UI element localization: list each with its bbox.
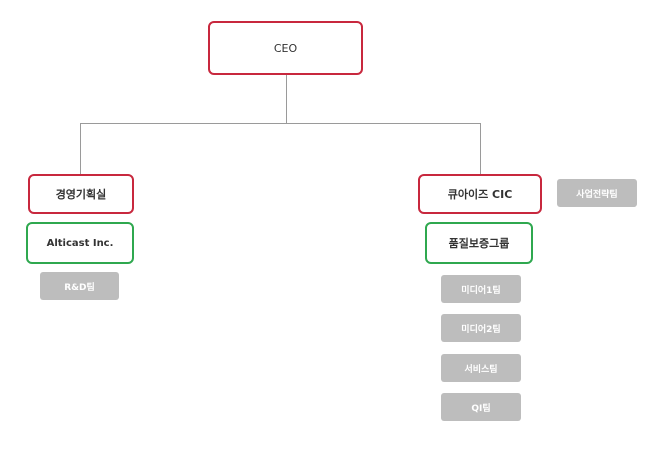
quality-assurance-box: 품질보증그룹 <box>425 222 533 264</box>
cueaiz-cic-box: 큐아이즈 CIC <box>418 174 542 214</box>
left-branch-connector <box>80 123 81 174</box>
alticast-box: Alticast Inc. <box>26 222 134 264</box>
rnd-team-box: R&D팀 <box>40 272 119 300</box>
media-team-2-box: 미디어2팀 <box>441 314 521 342</box>
right-branch-connector <box>480 123 481 174</box>
service-team-box: 서비스팀 <box>441 354 521 382</box>
ceo-box: CEO <box>208 21 363 75</box>
horizontal-connector <box>80 123 481 124</box>
management-planning-box: 경영기획실 <box>28 174 134 214</box>
media-team-1-box: 미디어1팀 <box>441 275 521 303</box>
business-strategy-team-box: 사업전략팀 <box>557 179 637 207</box>
ceo-connector <box>286 75 287 123</box>
qi-team-box: QI팀 <box>441 393 521 421</box>
